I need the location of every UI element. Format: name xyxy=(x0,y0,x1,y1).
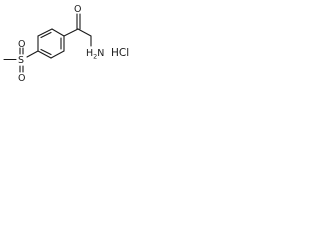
amine-subscript-label: 2 xyxy=(93,53,97,61)
benzene-ring xyxy=(37,28,65,59)
carbonyl-oxygen-label: O xyxy=(74,4,81,15)
amine-label: H2N xyxy=(86,48,104,61)
aryl-carbonyl-bond xyxy=(63,28,79,37)
ring-double-bond-1 xyxy=(40,31,52,39)
ring-bond-2 xyxy=(37,28,53,37)
ring-bond-5 xyxy=(50,50,65,59)
ring-bond-1 xyxy=(51,28,65,37)
hcl-label: HCl xyxy=(111,47,129,59)
carbonyl-group xyxy=(76,13,81,30)
ring-double-bond-2 xyxy=(40,48,52,56)
sulfur-label: S xyxy=(18,55,24,66)
amine-h-label: H xyxy=(86,48,93,59)
aryl-sulfur-bond xyxy=(26,50,39,58)
sulfonyl-bottom-oxygen-label: O xyxy=(18,73,25,84)
carbonyl-methylene-bond xyxy=(77,28,92,37)
amine-n-label: N xyxy=(97,48,104,59)
ring-bond-4 xyxy=(37,50,52,59)
chemical-structure: O H2N HCl S O O xyxy=(3,4,129,84)
sulfonyl-bottom-oxygen-double-bond xyxy=(19,65,24,73)
sulfonyl-top-oxygen-double-bond xyxy=(19,47,24,55)
sulfonyl-top-oxygen-label: O xyxy=(18,39,25,50)
